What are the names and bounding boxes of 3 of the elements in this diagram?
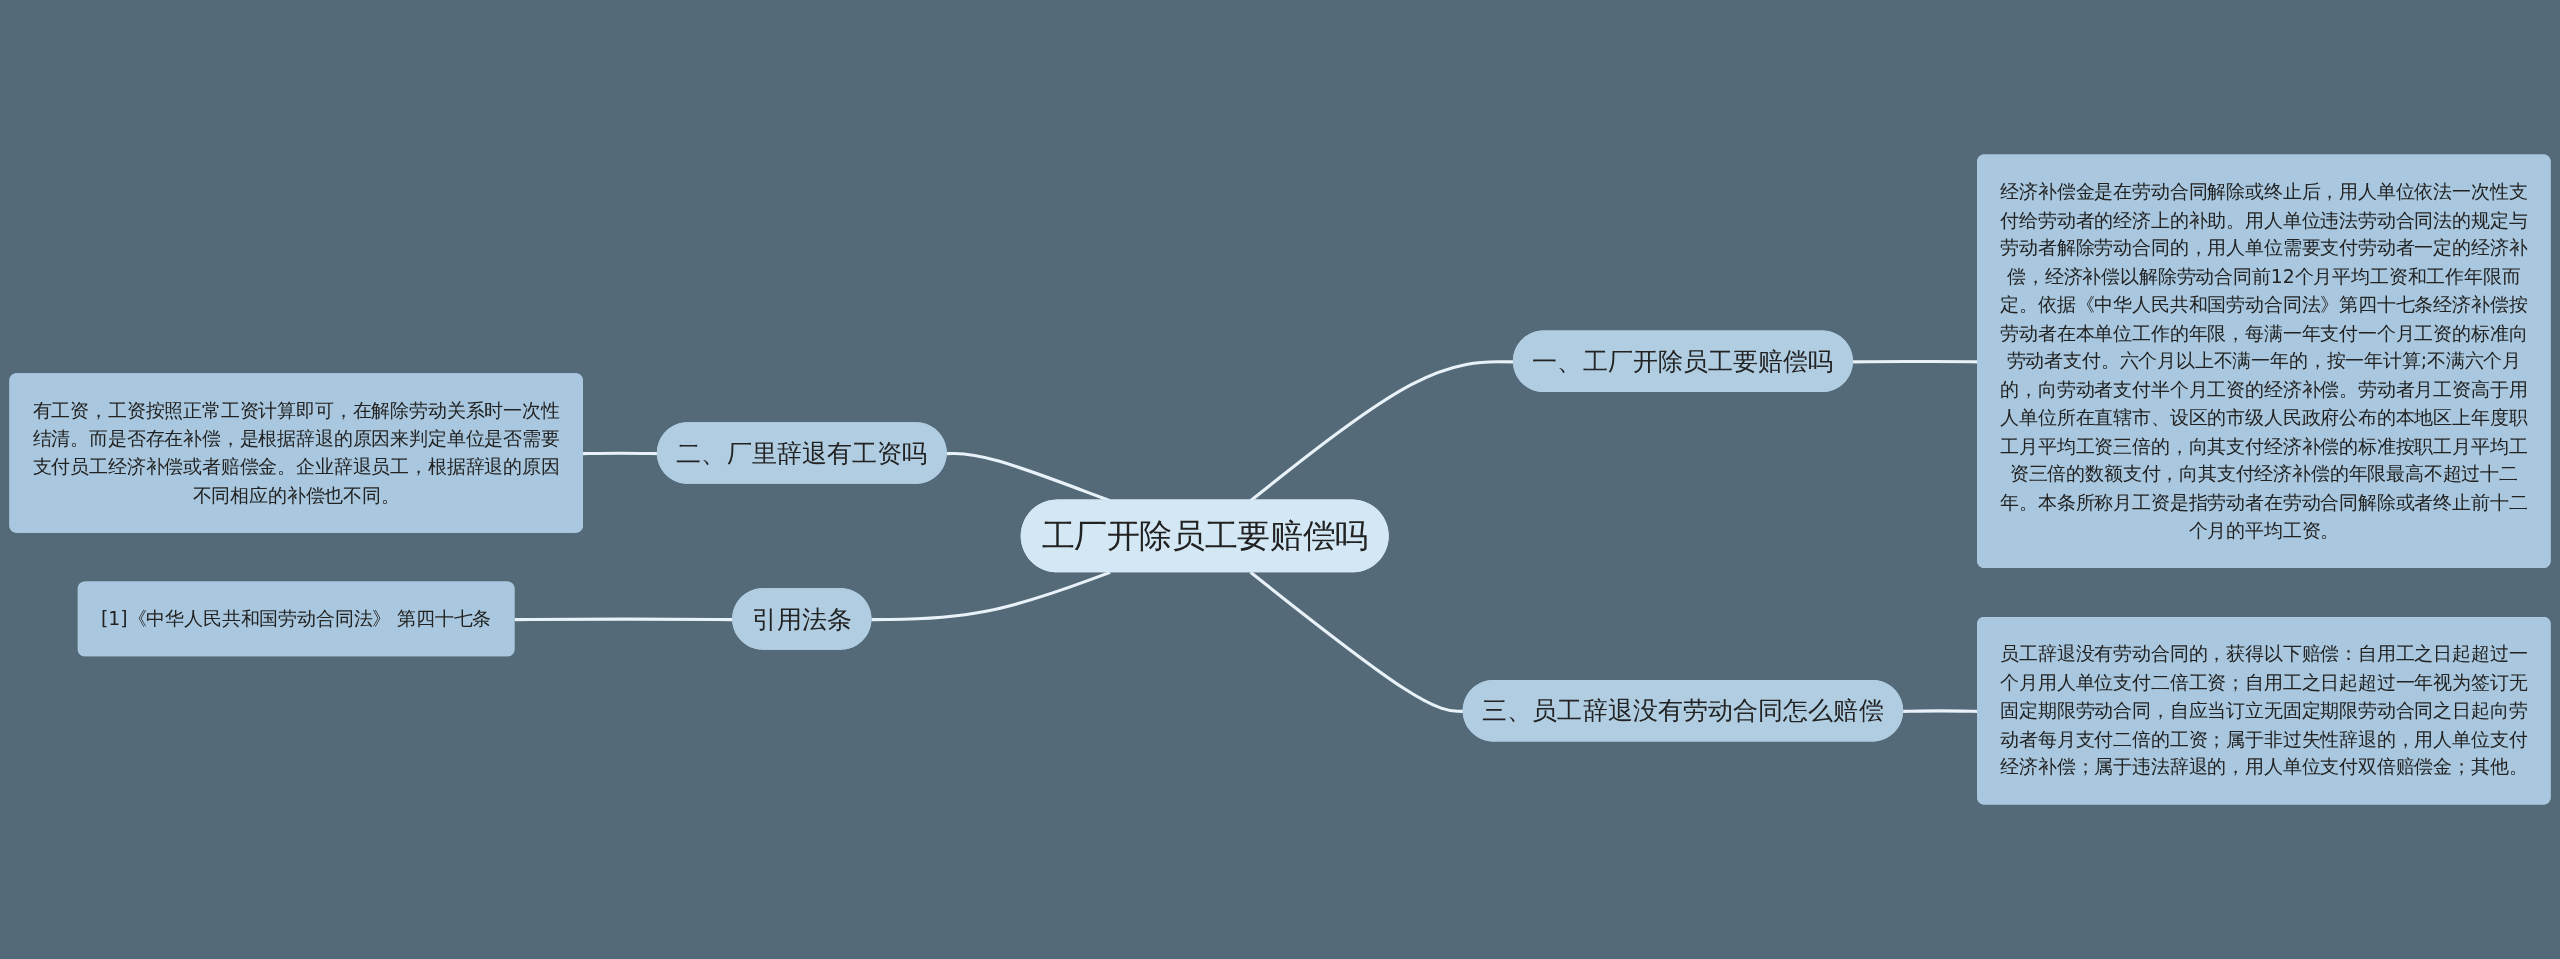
connector — [871, 570, 1111, 622]
connector — [514, 617, 734, 622]
connector — [1249, 571, 1464, 713]
